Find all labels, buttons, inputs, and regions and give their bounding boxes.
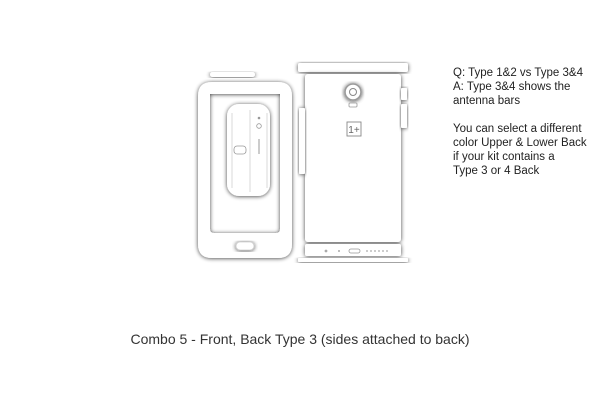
insert-sensor [233, 145, 247, 155]
back-upper-panel [305, 74, 401, 242]
note-info-line-4: Type 3 or 4 Back [453, 165, 540, 177]
speaker-grille [366, 250, 388, 252]
note-answer-line-1: A: Type 3&4 shows the [453, 81, 571, 93]
note-info-line-1: You can select a different [453, 123, 582, 135]
note-question: Q: Type 1&2 vs Type 3&4 [453, 67, 583, 79]
note-answer-line-2: antenna bars [453, 95, 521, 107]
note-info-line-3: if your kit contains a [453, 151, 555, 163]
back-side-tab-left [299, 108, 305, 174]
combo-caption: Combo 5 - Front, Back Type 3 (sides atta… [130, 331, 470, 347]
front-skin [198, 72, 292, 258]
back-skin: 1+ [298, 63, 408, 262]
insert-body [227, 104, 270, 196]
home-button-cutout [235, 241, 255, 251]
usb-port-cutout [348, 248, 361, 254]
oneplus-logo-text: 1+ [348, 125, 360, 136]
mic-hole-cutout [338, 250, 340, 252]
back-flash [348, 102, 358, 108]
back-camera-lens [349, 88, 357, 96]
camera-insert-piece [227, 104, 270, 196]
back-side-tab-right-upper [401, 88, 407, 100]
insert-camera-dot [256, 123, 262, 129]
note-gap [453, 108, 593, 122]
headphone-jack-cutout [324, 249, 328, 253]
note-info-line-2: color Upper & Lower Back [453, 137, 587, 149]
oneplus-logo-icon: 1+ [346, 121, 362, 137]
earpiece-slot [210, 72, 255, 77]
back-side-tab-right-lower [401, 104, 407, 128]
type-notes: Q: Type 1&2 vs Type 3&4 A: Type 3&4 show… [453, 66, 593, 178]
front-frame [198, 82, 292, 258]
insert-dot-top [257, 116, 261, 120]
back-bottom-strip [298, 258, 408, 262]
back-top-strip [298, 63, 408, 72]
